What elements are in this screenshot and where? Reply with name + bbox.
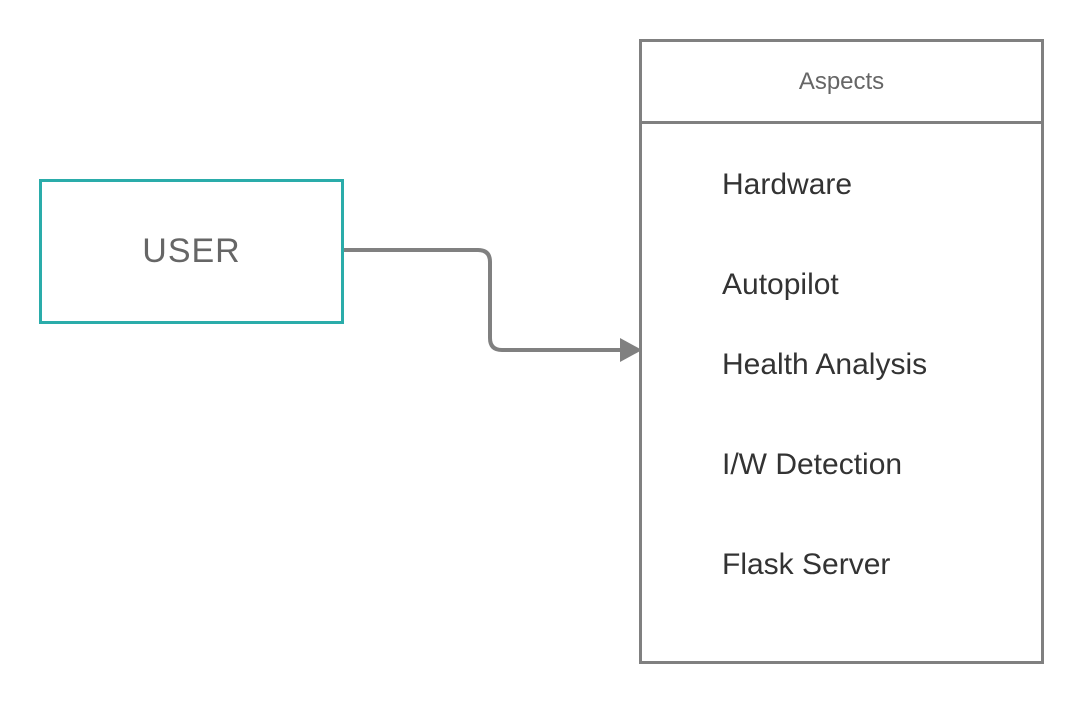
aspect-item-flask-server: Flask Server [722,548,891,581]
user-label: USER [142,232,241,270]
aspects-header: Aspects [642,42,1041,124]
aspects-title: Aspects [798,67,885,95]
aspect-item-autopilot: Autopilot [722,268,839,301]
arrowhead-icon [620,338,642,362]
user-to-aspects-connector [340,248,622,352]
aspect-item-hardware: Hardware [722,168,853,201]
aspects-panel: Aspects Hardware Autopilot Health Analys… [639,39,1044,664]
aspect-item-health-analysis: Health Analysis [722,348,928,381]
aspect-item-iw-detection: I/W Detection [722,448,903,481]
user-node: USER [39,179,344,324]
